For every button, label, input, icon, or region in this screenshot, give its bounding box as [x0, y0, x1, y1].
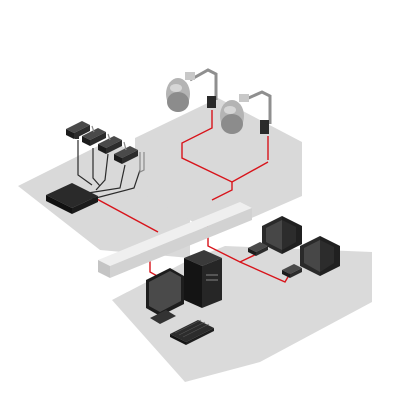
keyboard-icon [170, 319, 214, 345]
box-camera-icon [66, 121, 90, 139]
cable-cam1 [77, 140, 93, 186]
dvr-recorder-icon [46, 183, 98, 214]
ptz-dome-camera-icon [166, 68, 218, 112]
box-camera-icon [82, 128, 106, 146]
cable-cam5 [91, 169, 141, 200]
cable-cam4 [87, 164, 126, 194]
crt-monitor-icon [300, 236, 340, 276]
cable-main-trunk [211, 182, 233, 201]
network-switch-icon [98, 202, 252, 278]
box-camera-icon [114, 146, 138, 164]
cable-cam2 [92, 148, 101, 187]
video-balun-icon [282, 264, 302, 278]
box-camera-icon [98, 136, 122, 154]
cable-cam3 [95, 153, 109, 191]
ptz-dome-camera-icon [220, 90, 272, 134]
ptz-dome-cameras [166, 68, 272, 134]
video-balun-icon [248, 242, 268, 256]
video-baluns [248, 242, 302, 278]
crt-monitors [262, 216, 340, 276]
lcd-monitor-icon [146, 268, 184, 324]
cable-dvr-to-switch [94, 197, 159, 233]
cables-dark [77, 140, 141, 200]
box-cameras [66, 121, 145, 173]
desktop-tower-icon [184, 250, 222, 308]
crt-monitor-icon [262, 216, 302, 254]
cable-ptz1 [181, 110, 269, 183]
